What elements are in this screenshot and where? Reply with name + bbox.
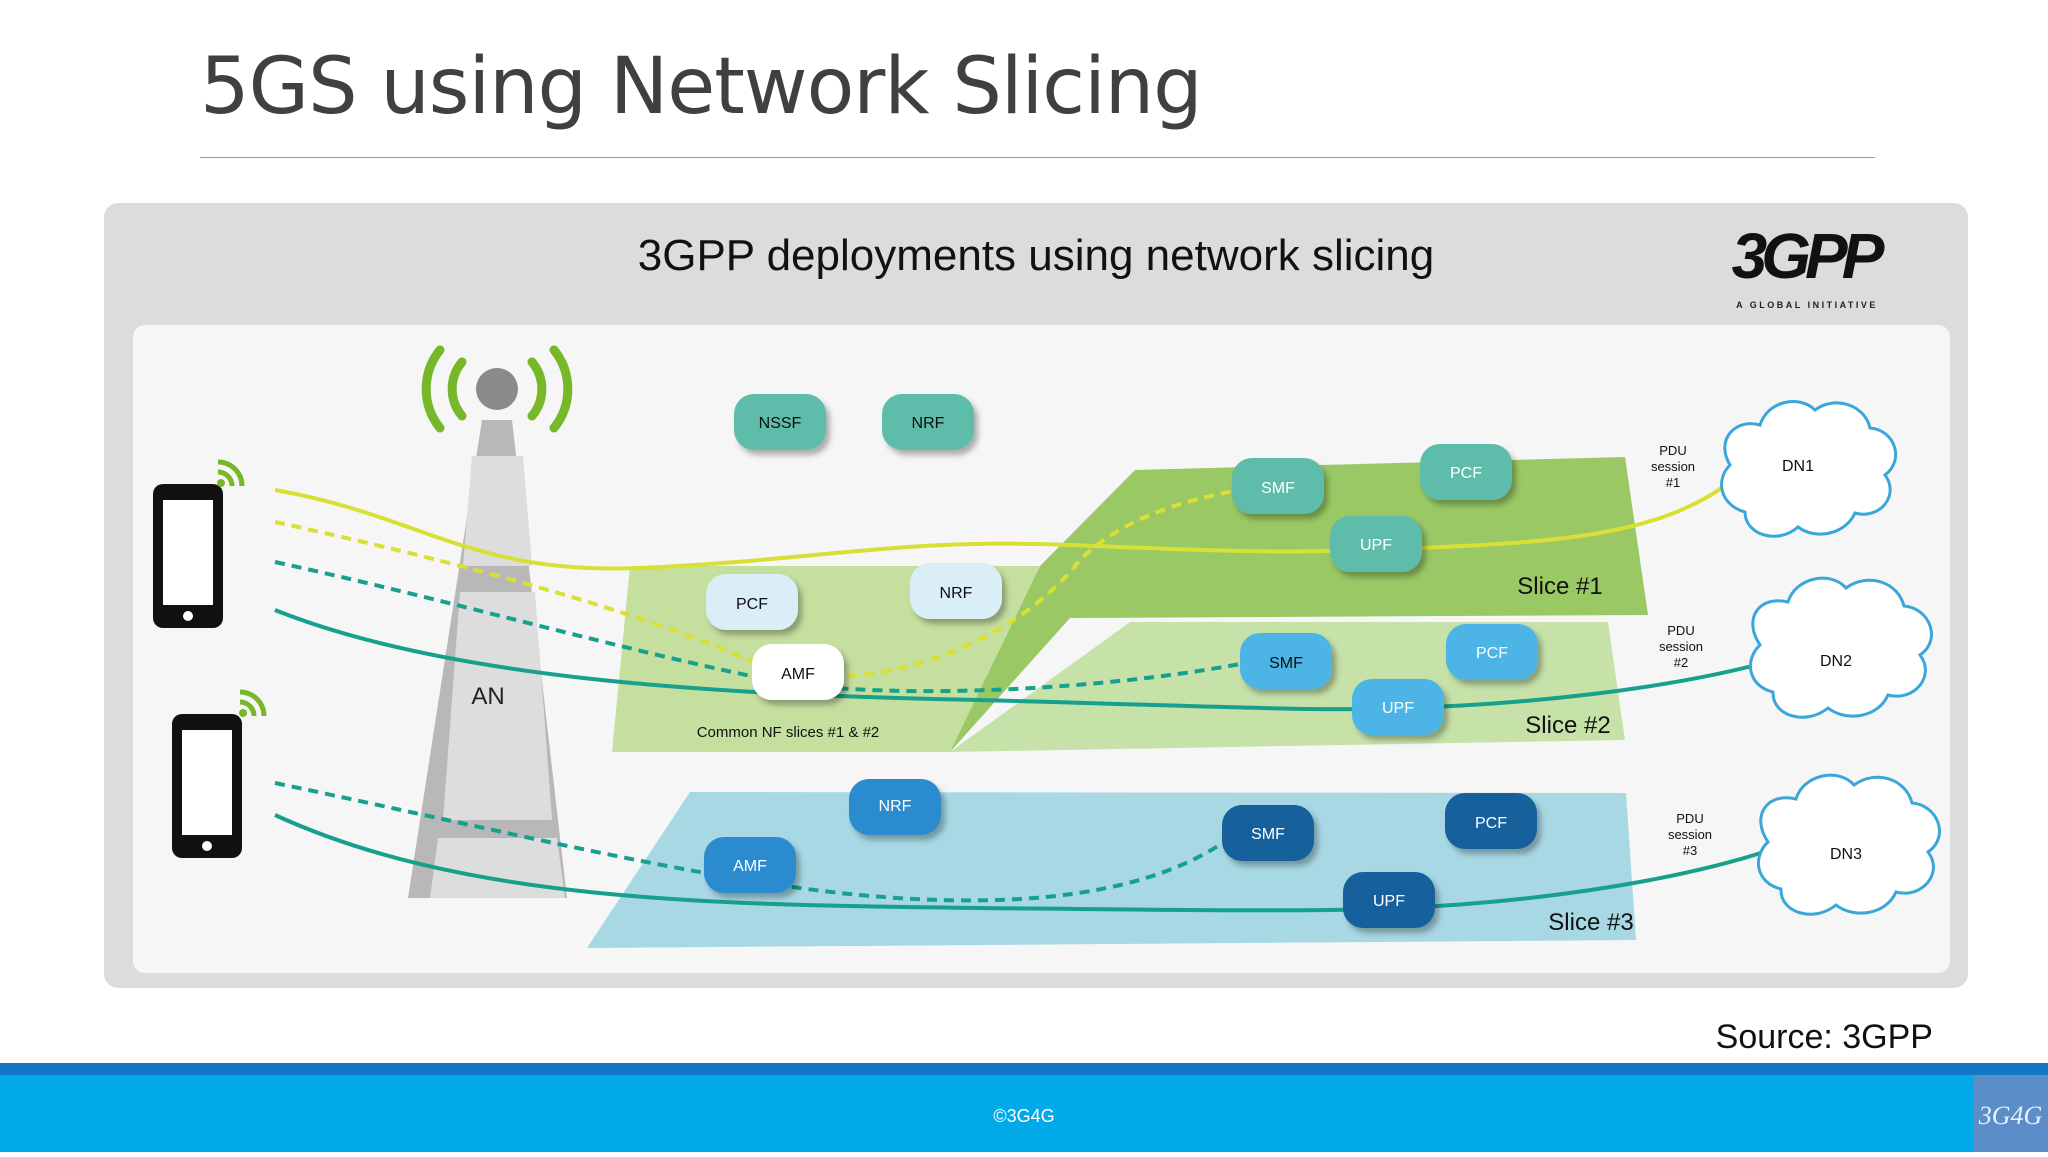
nf-slice2-smf: SMF — [1240, 633, 1332, 689]
slice1-user-plane-line — [274, 480, 1732, 571]
nf-slice1-pcf: PCF — [1420, 444, 1512, 500]
nf-slice1-upf: UPF — [1330, 516, 1422, 572]
nf-slice3-smf: SMF — [1222, 805, 1314, 861]
diagram-title: 3GPP deployments using network slicing — [638, 231, 1435, 280]
dn2-cloud — [1749, 576, 1933, 719]
svg-text:UPF: UPF — [1360, 537, 1392, 554]
svg-text:UPF: UPF — [1382, 700, 1414, 717]
nf-nrf-top: NRF — [882, 394, 974, 450]
svg-text:SMF: SMF — [1261, 480, 1295, 497]
nf-slice3-upf: UPF — [1343, 872, 1435, 928]
pdu1-line3: #1 — [1666, 475, 1680, 490]
svg-text:NRF: NRF — [879, 798, 912, 815]
slice3-label: Slice #3 — [1548, 909, 1633, 936]
footer-copyright: ©3G4G — [993, 1106, 1055, 1126]
svg-text:NRF: NRF — [940, 585, 973, 602]
pdu-session-labels: PDU session #1 PDU session #2 PDU sessio… — [1651, 443, 1712, 858]
nf-nssf: NSSF — [734, 394, 826, 450]
slice1-label: Slice #1 — [1517, 573, 1602, 600]
nf-slice2-pcf: PCF — [1446, 624, 1538, 680]
svg-text:PCF: PCF — [1476, 645, 1508, 662]
svg-text:PCF: PCF — [1450, 465, 1482, 482]
nf-slice3-pcf: PCF — [1445, 793, 1537, 849]
svg-text:SMF: SMF — [1251, 826, 1285, 843]
nf-slice3-amf: AMF — [704, 837, 796, 893]
common-slice-label: Common NF slices #1 & #2 — [697, 724, 880, 741]
pdu2-line3: #2 — [1674, 655, 1688, 670]
nf-slice2-upf: UPF — [1352, 679, 1444, 735]
phone-1-icon — [153, 459, 245, 628]
nf-nodes: NSSF NRF SMF PCF UPF PCF NRF — [704, 394, 1538, 928]
dn2-label: DN2 — [1820, 653, 1852, 670]
svg-text:AMF: AMF — [733, 858, 767, 875]
access-node-label: AN — [471, 683, 504, 710]
source-caption: Source: 3GPP — [1715, 1018, 1933, 1056]
footer-logo: 3G4G — [1973, 1075, 2048, 1152]
dn3-label: DN3 — [1830, 846, 1862, 863]
phone-2-icon — [172, 689, 267, 858]
pdu2-line1: PDU — [1667, 623, 1694, 638]
slice2-label: Slice #2 — [1525, 712, 1610, 739]
pdu1-line2: session — [1651, 459, 1695, 474]
svg-text:PCF: PCF — [736, 596, 768, 613]
slice1-control-line — [274, 486, 1251, 679]
slice3-user-plane-line — [274, 813, 1771, 913]
pdu2-line2: session — [1659, 639, 1703, 654]
3gpp-logo-text: 3GPP — [1732, 220, 1885, 292]
pdu1-line1: PDU — [1659, 443, 1686, 458]
nf-common-amf: AMF — [752, 644, 844, 700]
3gpp-logo: 3GPP A GLOBAL INITIATIVE — [1732, 220, 1891, 310]
nf-slice3-nrf: NRF — [849, 779, 941, 835]
svg-text:UPF: UPF — [1373, 893, 1405, 910]
svg-text:NSSF: NSSF — [759, 415, 802, 432]
svg-text:SMF: SMF — [1269, 655, 1303, 672]
nf-slice1-smf: SMF — [1232, 458, 1324, 514]
dn-clouds — [1720, 400, 1941, 916]
svg-text:AMF: AMF — [781, 666, 815, 683]
pdu3-line2: session — [1668, 827, 1712, 842]
slice2-user-plane-line — [274, 608, 1761, 712]
pdu3-line1: PDU — [1676, 811, 1703, 826]
svg-text:PCF: PCF — [1475, 815, 1507, 832]
nf-common-pcf: PCF — [706, 574, 798, 630]
title-divider — [200, 157, 1875, 158]
nf-common-nrf: NRF — [910, 563, 1002, 619]
3gpp-logo-tagline: A GLOBAL INITIATIVE — [1736, 300, 1878, 310]
slice3-control-line — [274, 781, 1232, 903]
dn1-cloud — [1720, 400, 1898, 538]
svg-text:NRF: NRF — [912, 415, 945, 432]
pdu3-line3: #3 — [1683, 843, 1697, 858]
slide-title: 5GS using Network Slicing — [200, 42, 1203, 132]
slice1-plane — [950, 457, 1648, 752]
dn3-cloud — [1757, 773, 1941, 916]
footer-accent-bar — [0, 1063, 2048, 1075]
dn1-label: DN1 — [1782, 458, 1814, 475]
footer-bar — [0, 1075, 2048, 1152]
